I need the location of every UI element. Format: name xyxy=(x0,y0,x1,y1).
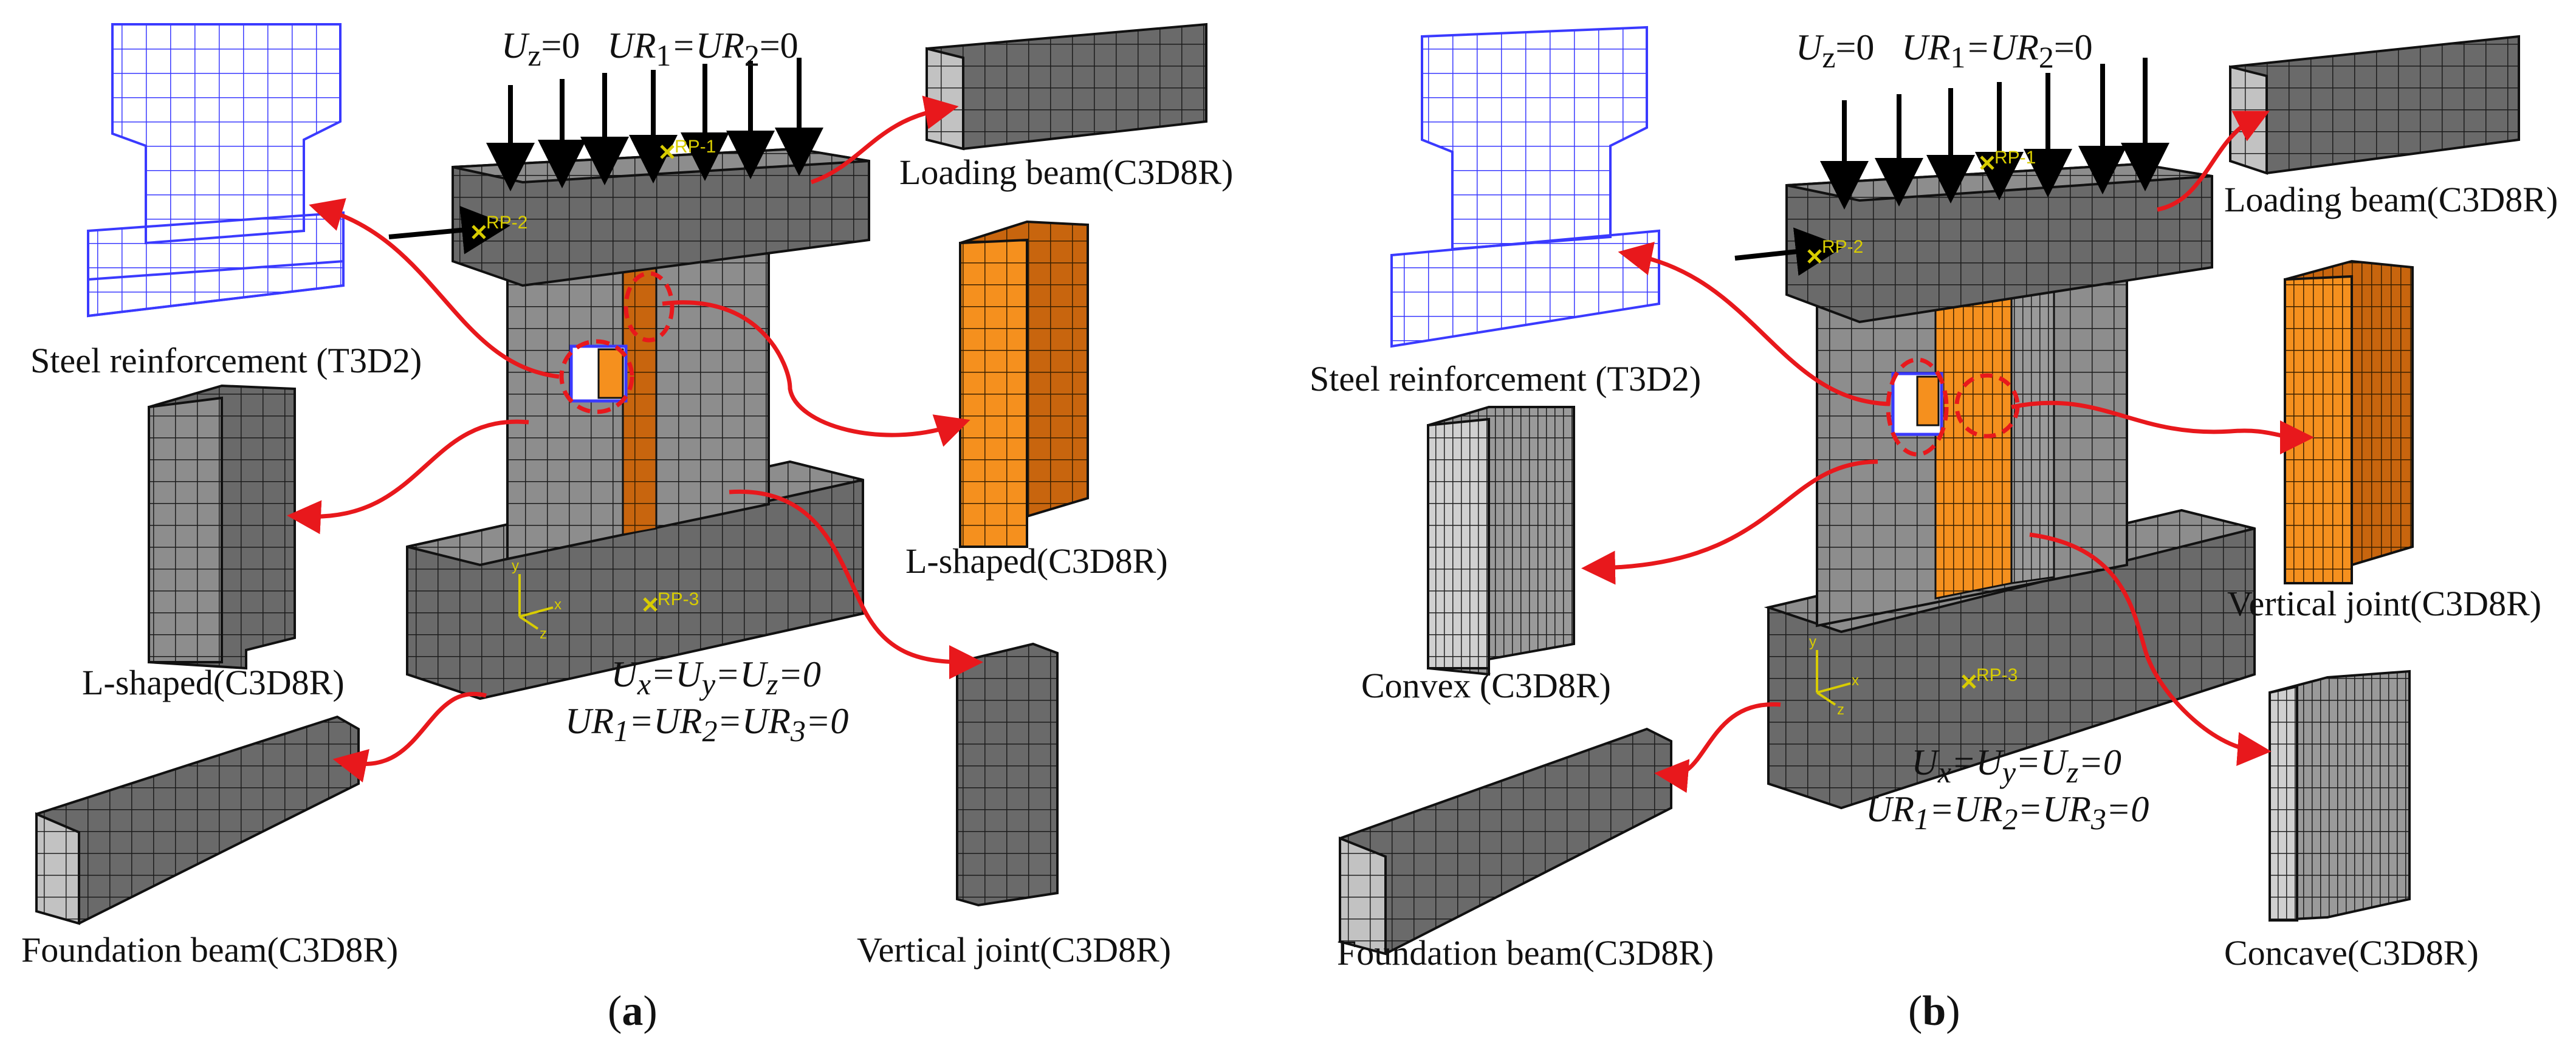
rp2-label: RP-2 xyxy=(486,213,528,233)
vertical-joint-part xyxy=(956,642,1059,907)
axis-z-label-b: z xyxy=(1837,702,1844,718)
l-shaped-grey-part xyxy=(148,384,296,670)
axis-x-label: x xyxy=(554,597,562,613)
loading-beam-part-b xyxy=(2229,35,2520,175)
label-loading-beam-b: Loading beam(C3D8R) xyxy=(2224,180,2558,219)
bottom-bc-line2: UR1=UR2=UR3=0 xyxy=(565,701,849,748)
bottom-boundary-condition: Ux=Uy=Uz=0 UR1=UR2=UR3=0 xyxy=(565,654,848,746)
axis-triad-b xyxy=(1816,650,1851,706)
bottom-bc-line2-b: UR1=UR2=UR3=0 xyxy=(1866,789,2149,836)
l-shaped-orange-part xyxy=(959,220,1089,549)
bottom-bc-line1: Ux=Uy=Uz=0 xyxy=(611,654,821,701)
axis-y-label-b: y xyxy=(1809,634,1816,650)
foundation-beam-part-b xyxy=(1339,727,1672,956)
rp2-label-b: RP-2 xyxy=(1822,237,1864,257)
vertical-joint-orange-part-b xyxy=(2284,259,2414,584)
callout-arrows-b xyxy=(1581,111,2314,793)
label-foundation-beam: Foundation beam(C3D8R) xyxy=(21,930,399,970)
label-steel-reinforcement-b: Steel reinforcement (T3D2) xyxy=(1310,359,1702,399)
load-arrows-b xyxy=(1734,58,2169,276)
bottom-bc-line1-b: Ux=Uy=Uz=0 xyxy=(1911,742,2121,789)
top-boundary-condition-b: Uz=0 UR1=UR2=0 xyxy=(1796,27,2093,74)
label-l-shaped-right: L-shaped(C3D8R) xyxy=(905,541,1168,581)
concave-part-b xyxy=(2269,669,2411,922)
panel-a: RP-1 RP-2 RP-3 y x z Uz=0 UR1=UR2=0 Ux=U… xyxy=(0,0,1282,1054)
wall-assembly xyxy=(406,147,870,700)
label-foundation-beam-b: Foundation beam(C3D8R) xyxy=(1337,933,1714,973)
rp1-label-b: RP-1 xyxy=(1994,148,2036,168)
label-vertical-joint-b: Vertical joint(C3D8R) xyxy=(2227,584,2542,623)
axis-x-label-b: x xyxy=(1852,672,1859,689)
panel-b: RP-1 RP-2 RP-3 y x z Uz=0 UR1=UR2=0 Ux=U… xyxy=(1282,0,2576,1054)
caption-a: (a) xyxy=(608,988,658,1035)
rp-markers-b xyxy=(1807,156,1994,689)
axis-z-label: z xyxy=(540,626,547,642)
callout-arrows xyxy=(287,95,983,782)
rp3-label-b: RP-3 xyxy=(1976,665,2018,685)
convex-part-b xyxy=(1427,406,1575,676)
bottom-boundary-condition-b: Ux=Uy=Uz=0 UR1=UR2=UR3=0 xyxy=(1866,742,2149,834)
axis-triad xyxy=(518,574,554,630)
label-concave-b: Concave(C3D8R) xyxy=(2224,933,2479,973)
rp1-label: RP-1 xyxy=(675,137,716,157)
panel-b-figure xyxy=(1339,26,2520,956)
steel-reinforcement-cage-b xyxy=(1390,26,1660,348)
rp-markers xyxy=(472,145,675,612)
rp3-label: RP-3 xyxy=(658,589,699,609)
label-l-shaped-left: L-shaped(C3D8R) xyxy=(82,663,345,702)
load-arrows xyxy=(388,58,823,255)
panel-a-figure xyxy=(35,22,1207,925)
foundation-beam-part xyxy=(35,715,360,925)
label-loading-beam: Loading beam(C3D8R) xyxy=(899,152,1234,192)
label-vertical-joint: Vertical joint(C3D8R) xyxy=(857,930,1172,970)
caption-b: (b) xyxy=(1908,988,1960,1035)
label-convex-b: Convex (C3D8R) xyxy=(1361,666,1611,705)
steel-reinforcement-cage xyxy=(87,23,345,318)
axis-y-label: y xyxy=(512,558,519,574)
top-boundary-condition: Uz=0 UR1=UR2=0 xyxy=(501,26,799,72)
loading-beam-part xyxy=(926,22,1207,151)
label-steel-reinforcement: Steel reinforcement (T3D2) xyxy=(30,341,422,380)
